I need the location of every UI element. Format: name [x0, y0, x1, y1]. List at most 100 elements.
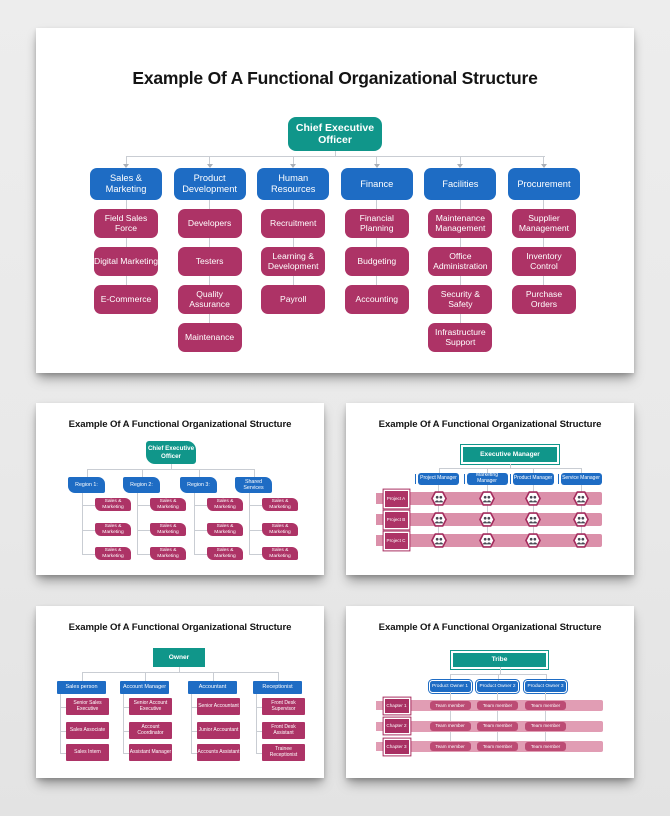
connector-line	[209, 276, 211, 285]
connector-line	[125, 156, 127, 164]
connector-line	[249, 553, 262, 555]
connector-line	[137, 504, 150, 506]
connector-line	[123, 730, 129, 732]
connector-line	[459, 200, 461, 209]
connector-line	[256, 730, 262, 732]
connector-line	[438, 468, 581, 469]
org-root-chief-executive-officer: Chief Executive Officer	[288, 117, 382, 151]
connector-line	[438, 468, 440, 473]
connector-line	[82, 553, 95, 555]
department-box: Sales & Marketing	[90, 168, 162, 200]
chapter-row: Chapter 1 Team member Team member Team m…	[346, 698, 634, 713]
connector-line	[137, 553, 150, 555]
connector-line	[198, 469, 200, 477]
team-hexagon-icon	[479, 512, 495, 527]
connector-line	[170, 464, 172, 469]
subrole-box: Senior Accountant	[197, 698, 240, 715]
org-column-sales-marketing: Sales & Marketing Field Sales Force Digi…	[90, 156, 162, 352]
team-member-box: Team member	[525, 721, 566, 731]
connector-line	[376, 200, 378, 209]
team-hexagon-icon	[479, 491, 495, 506]
slide-thumbnail-owner-roles[interactable]: Example Of A Functional Organizational S…	[36, 606, 324, 778]
connector-line	[249, 493, 250, 554]
project-bar	[409, 534, 602, 547]
connector-line	[123, 752, 129, 754]
function-box: Testers	[177, 247, 242, 276]
function-box: E-Commerce	[94, 285, 158, 314]
connector-line	[141, 469, 143, 477]
arrow-down-icon	[457, 164, 464, 168]
function-box: Budgeting	[344, 247, 409, 276]
connector-line	[543, 200, 545, 209]
region-box: Shared Services	[235, 477, 272, 493]
department-box: Facilities	[424, 168, 497, 200]
unit-box: Sales & Marketing	[150, 498, 186, 511]
connector-line	[545, 674, 547, 681]
connector-line	[81, 672, 278, 673]
org-root-chief-executive-officer: Chief Executive Officer	[146, 441, 196, 464]
connector-line	[126, 156, 545, 157]
team-member-box: Team member	[429, 721, 471, 731]
connector-line	[249, 529, 262, 531]
connector-line	[209, 314, 211, 323]
connector-line	[191, 752, 197, 754]
product-owner-box: Product Owner 2	[474, 678, 521, 695]
connector-line	[292, 156, 294, 164]
row-cap	[376, 535, 383, 546]
subrole-box: Assistant Manager	[129, 744, 172, 761]
connector-line	[60, 730, 66, 732]
org-root-owner: Owner	[153, 648, 205, 667]
product-owner-box: Product Owner 3	[522, 678, 569, 695]
connector-line	[60, 694, 61, 753]
project-label: Project B	[384, 511, 408, 528]
connector-line	[497, 674, 499, 681]
slide-thumbnail-matrix-projects[interactable]: Example Of A Functional Organizational S…	[346, 403, 634, 575]
connector-line	[376, 238, 378, 247]
connector-line	[509, 464, 511, 468]
subrole-box: Front Desk Supervisor	[262, 698, 305, 715]
arrow-down-icon	[206, 164, 213, 168]
project-bar	[409, 492, 602, 505]
org-columns: Sales & Marketing Field Sales Force Digi…	[90, 156, 580, 352]
project-row: Project A	[346, 490, 634, 507]
connector-line	[459, 314, 461, 323]
team-hexagon-icon	[430, 491, 447, 506]
connector-line	[581, 468, 582, 473]
function-box: Purchase Orders	[511, 285, 576, 314]
slide-thumbnail-main[interactable]: Example Of A Functional Organizational S…	[36, 28, 634, 373]
connector-line	[60, 752, 66, 754]
function-box: Digital Marketing	[94, 247, 158, 276]
function-box: Financial Planning	[344, 209, 409, 238]
org-column-region-1: Region 1: Sales & Marketing Sales & Mark…	[68, 477, 132, 561]
chapter-row: Chapter 3 Team member Team member Team m…	[346, 739, 634, 754]
function-box: Recruitment	[261, 209, 326, 238]
connector-line	[376, 276, 378, 285]
team-hexagon-icon	[573, 491, 589, 506]
connector-line	[82, 504, 95, 506]
org-column-finance: Finance Financial Planning Budgeting Acc…	[340, 156, 413, 352]
function-box: Quality Assurance	[177, 285, 242, 314]
connector-line	[459, 156, 461, 164]
connector-line	[256, 694, 257, 753]
slide-thumbnail-regions[interactable]: Example Of A Functional Organizational S…	[36, 403, 324, 575]
product-owner-box: Product Owner 1	[427, 678, 473, 695]
connector-line	[191, 694, 192, 753]
department-box: Product Development	[173, 168, 246, 200]
connector-line	[253, 469, 255, 477]
unit-box: Sales & Marketing	[95, 523, 131, 536]
function-box: Learning & Development	[261, 247, 326, 276]
connector-line	[487, 468, 488, 473]
unit-box: Sales & Marketing	[150, 523, 186, 536]
project-bar	[409, 513, 602, 526]
connector-line	[82, 493, 83, 554]
function-box: Maintenance	[177, 323, 242, 352]
function-box: Security & Safety	[428, 285, 493, 314]
connector-line	[499, 667, 501, 674]
slide-thumbnail-tribe-chapters[interactable]: Example Of A Functional Organizational S…	[346, 606, 634, 778]
project-row: Project B	[346, 511, 634, 528]
team-member-box: Team member	[477, 742, 518, 751]
row-cap	[376, 493, 383, 504]
connector-line	[543, 156, 545, 164]
connector-line	[376, 156, 378, 164]
slide-title: Example Of A Functional Organizational S…	[68, 622, 292, 633]
